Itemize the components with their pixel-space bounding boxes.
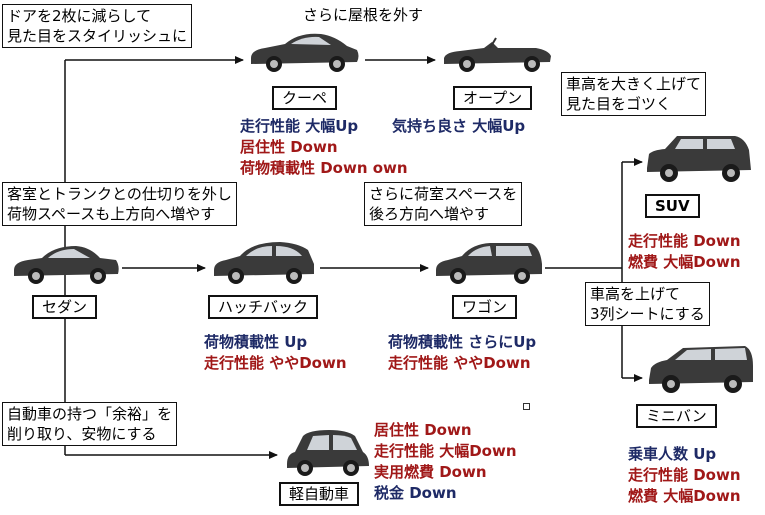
effects-kei: 居住性 Down 走行性能 大幅Down 実用燃費 Down 税金 Down [374,420,517,504]
note-remove-partition-line2: 荷物スペースも上方向へ増やす [7,205,216,223]
label-kei: 軽自動車 [279,482,360,506]
wagon-car-icon [436,243,542,284]
effect-kei-performance: 走行性能 大幅Down [374,442,517,460]
effect-wagon-cargo: 荷物積載性 さらにUp [388,333,537,351]
label-hatchback: ハッチバック [208,295,319,319]
effect-minivan-performance: 走行性能 Down [628,466,741,484]
note-fewer-doors-line1: ドアを2枚に減らして [7,7,152,25]
note-remove-partition: 客室とトランクとの仕切りを外し 荷物スペースも上方向へ増やす [2,182,237,226]
effects-minivan: 乗車人数 Up 走行性能 Down 燃費 大幅Down [628,444,741,507]
kei-car-icon [287,430,369,476]
label-open: オープン [453,86,533,110]
effects-wagon: 荷物積載性 さらにUp 走行性能 ややDown [388,332,536,374]
effect-suv-performance: 走行性能 Down [628,232,741,250]
note-raise-height-line2: 3列シートにする [590,305,705,323]
note-extend-cargo-line1: さらに荷室スペースを [369,185,518,203]
label-minivan: ミニバン [636,404,717,428]
coupe-car-icon [251,33,359,72]
effect-suv-fuel: 燃費 大幅Down [628,253,741,271]
effect-kei-comfort: 居住性 Down [374,421,472,439]
small-square-marker [523,403,530,410]
effect-hatchback-cargo: 荷物積載性 Up [204,333,308,351]
effect-kei-tax: 税金 Down [374,484,457,502]
effect-hatchback-performance: 走行性能 ややDown [204,354,347,372]
note-raise-height-line1: 車高を上げて [590,285,681,303]
minivan-car-icon [649,346,753,393]
effect-minivan-fuel: 燃費 大幅Down [628,487,741,505]
note-cut-margin-line2: 削り取り、安物にする [7,425,157,443]
effect-wagon-performance: 走行性能 ややDown [388,354,531,372]
note-raise-height-big: 車高を大きく上げて 見た目をゴツく [561,72,707,116]
sedan-car-icon [14,246,119,284]
note-fewer-doors: ドアを2枚に減らして 見た目をスタイリッシュに [2,4,193,48]
label-coupe: クーペ [272,86,338,110]
note-extend-cargo: さらに荷室スペースを 後ろ方向へ増やす [364,182,523,226]
label-suv: SUV [645,194,700,218]
open-car-icon [444,37,551,72]
note-cut-margin: 自動車の持つ「余裕」を 削り取り、安物にする [2,402,178,446]
effects-coupe: 走行性能 大幅Up 居住性 Down 荷物積載性 Down own [240,116,408,179]
note-remove-roof: さらに屋根を外す [303,6,424,24]
effect-coupe-comfort: 居住性 Down [240,138,338,156]
effects-hatchback: 荷物積載性 Up 走行性能 ややDown [204,332,347,374]
label-sedan: セダン [32,295,98,319]
note-raise-height: 車高を上げて 3列シートにする [585,282,710,326]
suv-car-icon [647,136,751,182]
note-remove-partition-line1: 客室とトランクとの仕切りを外し [7,185,232,203]
note-fewer-doors-line2: 見た目をスタイリッシュに [7,27,188,45]
note-raise-height-big-line2: 見た目をゴツく [566,95,672,113]
hatchback-car-icon [214,242,314,284]
label-wagon: ワゴン [452,295,518,319]
note-cut-margin-line1: 自動車の持つ「余裕」を [7,405,173,423]
effects-suv: 走行性能 Down 燃費 大幅Down [628,231,741,273]
effect-kei-fuel: 実用燃費 Down [374,463,487,481]
note-raise-height-big-line1: 車高を大きく上げて [566,75,702,93]
effect-minivan-capacity: 乗車人数 Up [628,445,717,463]
effect-open-enjoyment: 気持ち良さ 大幅Up [392,117,526,135]
effect-coupe-cargo: 荷物積載性 Down own [240,159,408,177]
note-extend-cargo-line2: 後ろ方向へ増やす [369,205,490,223]
effect-coupe-performance: 走行性能 大幅Up [240,117,359,135]
effects-open: 気持ち良さ 大幅Up [392,116,525,137]
